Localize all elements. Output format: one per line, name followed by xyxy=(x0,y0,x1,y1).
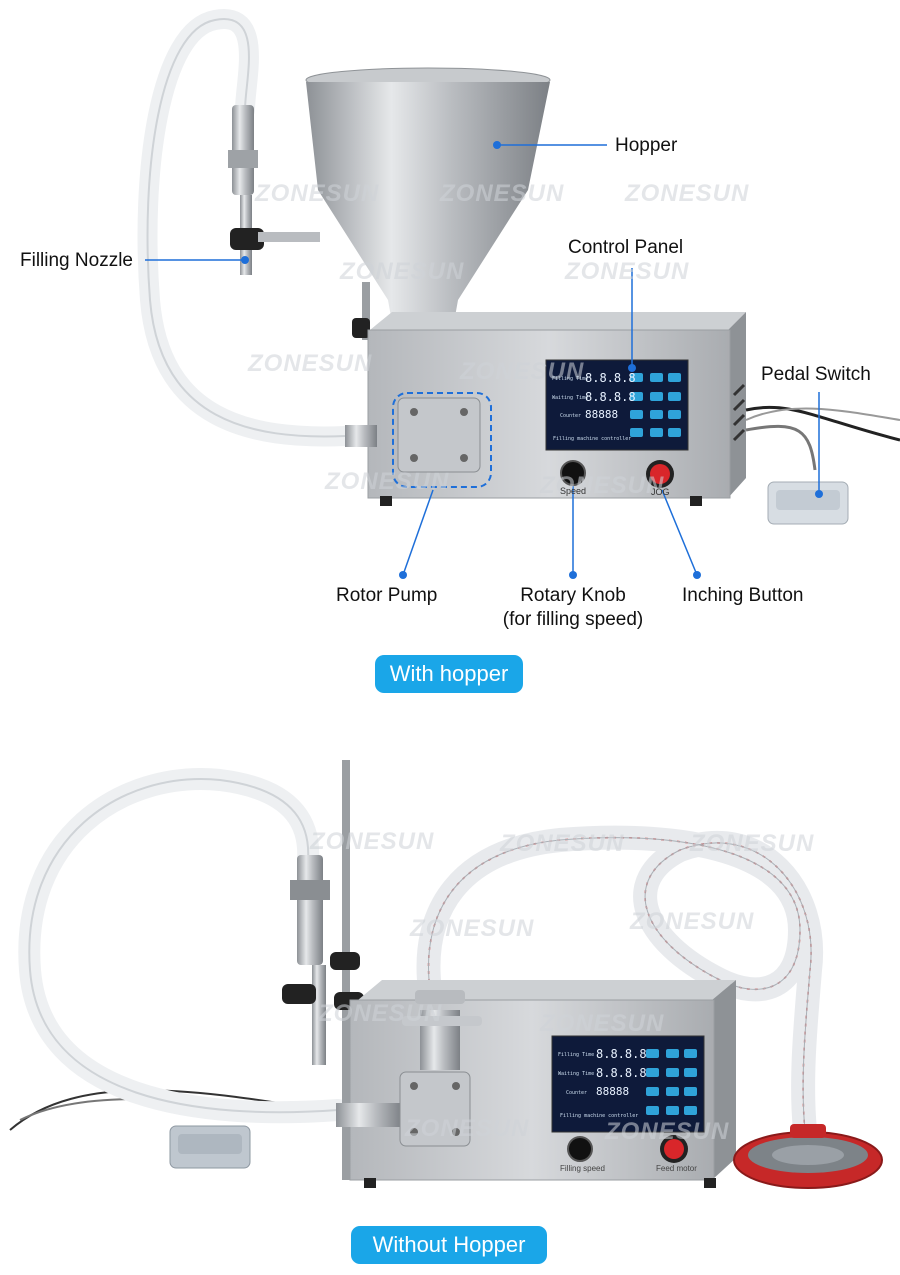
rotor-pump xyxy=(397,397,481,473)
rotor-pump xyxy=(399,1071,471,1147)
pedal-switch-label: Pedal Switch xyxy=(761,364,871,385)
watermark: ZONESUN xyxy=(540,1010,665,1037)
knob-caption: Speed xyxy=(560,486,587,496)
hopper-label: Hopper xyxy=(615,135,678,156)
watermark: ZONESUN xyxy=(410,915,535,942)
panel-digits: 8.8.8.8 xyxy=(585,371,636,385)
watermark: ZONESUN xyxy=(310,828,435,855)
panel-row-label: Waiting Time xyxy=(558,1071,595,1077)
with-hopper-section: ZONESUN ZONESUN ZONESUN ZONESUN ZONESUN … xyxy=(20,9,900,693)
panel-digits: 88888 xyxy=(585,408,619,421)
without-hopper-section: ZONESUN ZONESUN ZONESUN ZONESUN ZONESUN … xyxy=(0,740,900,1275)
panel-digits: 8.8.8.8 xyxy=(596,1047,647,1061)
callouts xyxy=(145,141,823,579)
panel-row-label: Counter xyxy=(566,1090,588,1096)
panel-digits: 8.8.8.8 xyxy=(596,1066,647,1080)
watermark: ZONESUN xyxy=(540,472,665,499)
hopper-body xyxy=(306,82,550,345)
control-panel-buttons xyxy=(646,1049,697,1115)
rotor-pump-highlight xyxy=(392,392,492,488)
watermark: ZONESUN xyxy=(440,180,565,207)
panel-digits: 88888 xyxy=(596,1085,630,1098)
watermark: ZONESUN xyxy=(255,180,380,207)
rotary-knob xyxy=(560,460,586,486)
panel-row-label: Counter xyxy=(560,413,582,419)
rotary-knob-label-line2: (for filling speed) xyxy=(502,609,644,630)
knob-caption: Filling speed xyxy=(560,1164,605,1173)
watermark: ZONESUN xyxy=(500,830,625,857)
rotary-knob-label-line1: Rotary Knob xyxy=(520,585,626,606)
nozzle-arm xyxy=(258,232,320,242)
watermark: ZONESUN xyxy=(625,180,750,207)
panel-row-label: Filling Time xyxy=(558,1052,595,1058)
watermark: ZONESUN xyxy=(318,1000,443,1027)
watermark: ZONESUN xyxy=(630,908,755,935)
machine-top xyxy=(370,312,746,330)
watermark: ZONESUN xyxy=(405,1115,530,1142)
control-panel-buttons xyxy=(630,373,681,437)
without-hopper-badge: Without Hopper xyxy=(351,1226,547,1264)
watermark: ZONESUN xyxy=(248,350,373,377)
with-hopper-badge: With hopper xyxy=(375,655,523,693)
jog-caption: JOG xyxy=(651,487,670,497)
rotary-knob xyxy=(567,1136,593,1162)
watermark: ZONESUN xyxy=(325,468,450,495)
machine-with-hopper-illustration xyxy=(137,9,900,579)
watermark: ZONESUN xyxy=(565,258,690,285)
filling-nozzle-label: Filling Nozzle xyxy=(20,250,133,271)
panel-digits: 8.8.8.8 xyxy=(585,390,636,404)
feed-motor-caption: Feed motor xyxy=(656,1164,697,1173)
watermark: ZONESUN xyxy=(605,1118,730,1145)
panel-row-label: Filling Time xyxy=(552,376,589,382)
control-panel xyxy=(545,359,689,451)
watermark: ZONESUN xyxy=(690,830,815,857)
machine-without-hopper-illustration xyxy=(9,760,883,1189)
jog-button xyxy=(650,464,670,484)
inching-button-label: Inching Button xyxy=(682,585,804,606)
watermark: ZONESUN xyxy=(340,258,465,285)
watermark: ZONESUN xyxy=(460,358,585,385)
panel-footer: Filling machine controller xyxy=(560,1113,639,1119)
panel-row-label: Waiting Time xyxy=(552,395,589,401)
nozzle-valve xyxy=(297,855,323,965)
rotary-knob-label: Rotary Knob (for filling speed) xyxy=(490,584,656,632)
feed-motor-button xyxy=(664,1139,684,1159)
control-panel-label: Control Panel xyxy=(568,237,684,258)
panel-footer: Filling machine controller xyxy=(553,436,632,442)
rotor-pump-label: Rotor Pump xyxy=(336,585,438,606)
